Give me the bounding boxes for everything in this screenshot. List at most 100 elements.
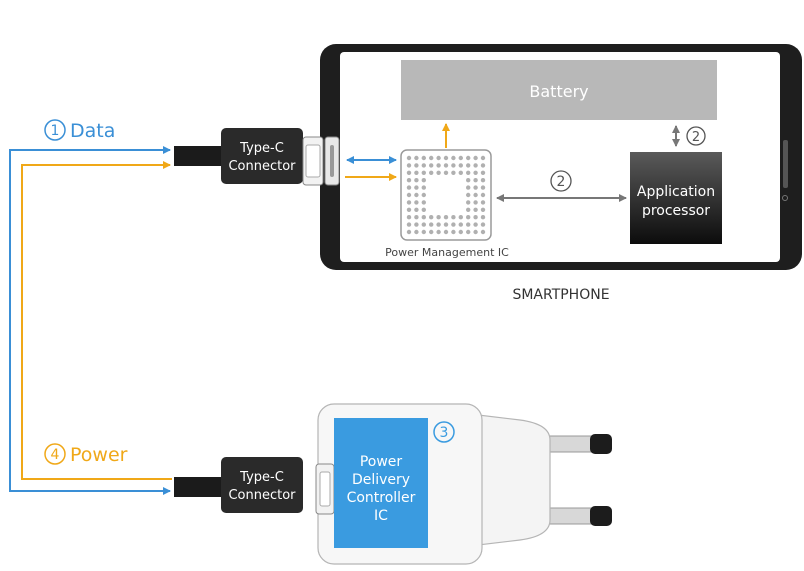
pmic-pin [473,222,478,227]
ap-battery-number-badge: 2 [686,126,706,146]
pmic-pin [480,200,486,205]
pmic-pin [466,155,471,161]
pmic-pin [451,222,456,227]
svg-text:1: 1 [51,123,60,139]
pd-controller-ic [334,418,428,548]
pmic-pin [414,178,419,183]
pmic-pin [473,215,478,220]
pmic-pin [421,163,426,168]
pmic-pin [421,155,426,161]
pmic-pin [480,185,486,190]
svg-text:2: 2 [557,174,566,190]
svg-text:3: 3 [440,425,449,441]
pmic-pin [466,192,471,198]
pmic-pin [443,170,449,175]
pmic-pin [406,207,412,212]
data-line [9,146,171,495]
pmic-pin [451,229,456,235]
pd-label-line1: Power [360,454,403,470]
pmic-pin [406,192,412,198]
pmic-pin [480,170,486,175]
pd-label-line4: IC [374,508,388,524]
pmic-pin [421,229,426,235]
pmic-pin [451,163,456,168]
pmic-pin [458,222,463,227]
power-legend: 4 Power [44,443,128,466]
pmic-pin [473,178,478,183]
pmic-pin [466,170,471,175]
pmic-pin [414,155,419,161]
pmic-pin [451,170,456,175]
pmic-pin [406,222,412,227]
type-c-bottom-line2: Connector [228,488,296,503]
sensor-dot [782,195,788,201]
pmic-pin-grid [406,155,486,235]
pmic-pin [414,163,419,168]
pmic-pin [429,229,434,235]
pmic-pin [443,229,449,235]
battery-block: Battery [401,60,717,120]
pmic-pin [406,170,412,175]
pmic-pin [414,222,419,227]
pmic-pin [466,207,471,212]
pmic-pin [414,200,419,205]
pmic-pin [458,155,463,161]
pmic-pin [466,185,471,190]
pmic-pin [436,222,441,227]
pmic-pin [458,163,463,168]
pmic-pin [473,207,478,212]
pmic-pin [480,207,486,212]
pmic-pin [473,163,478,168]
pmic-pin [466,229,471,235]
pmic-pin [458,170,463,175]
pmic-pin [421,215,426,220]
pmic-pin [458,229,463,235]
pmic-pin [406,163,412,168]
pmic-pin [473,192,478,198]
pmic-pin [414,229,419,235]
pmic-pin [451,215,456,220]
pmic-pin [414,185,419,190]
svg-text:2: 2 [692,130,700,145]
pmic-pin [429,222,434,227]
pmic-pin [480,222,486,227]
data-legend: 1 Data [44,119,115,142]
charger: Power Delivery Controller IC 3 [315,403,612,565]
type-c-top-line2: Connector [228,159,296,174]
application-processor: Application processor [630,152,722,244]
pmic-ap-number-badge: 2 [550,170,572,192]
pd-number-badge: 3 [433,421,455,443]
pmic-pin [443,155,449,161]
data-label: Data [70,120,115,142]
pmic-pin [466,163,471,168]
power-number-badge [44,443,66,465]
pmic-pin [429,215,434,220]
pmic-pin [406,155,412,161]
svg-text:4: 4 [51,447,60,463]
pmic-pin [436,163,441,168]
pmic-pin [406,200,412,205]
side-button [783,140,788,188]
type-c-connector-bottom: Type-C Connector [174,457,303,513]
pmic-pin [406,215,412,220]
pmic-pin [421,207,426,212]
pmic-pin [473,170,478,175]
pmic-pin [443,163,449,168]
power-label: Power [70,444,128,466]
pmic-pin [421,222,426,227]
pmic-pin [436,170,441,175]
battery-label: Battery [529,82,588,101]
pmic-pin [421,178,426,183]
pd-label-line3: Controller [347,490,416,506]
pmic-pin [406,229,412,235]
pmic-pin [436,229,441,235]
pmic-pin [466,215,471,220]
pmic-pin [480,229,486,235]
pmic-pin [414,192,419,198]
pmic-pin [429,163,434,168]
ap-label-line1: Application [637,184,715,200]
data-number-badge [44,119,66,141]
pmic-pin [443,222,449,227]
pmic-pin [414,215,419,220]
